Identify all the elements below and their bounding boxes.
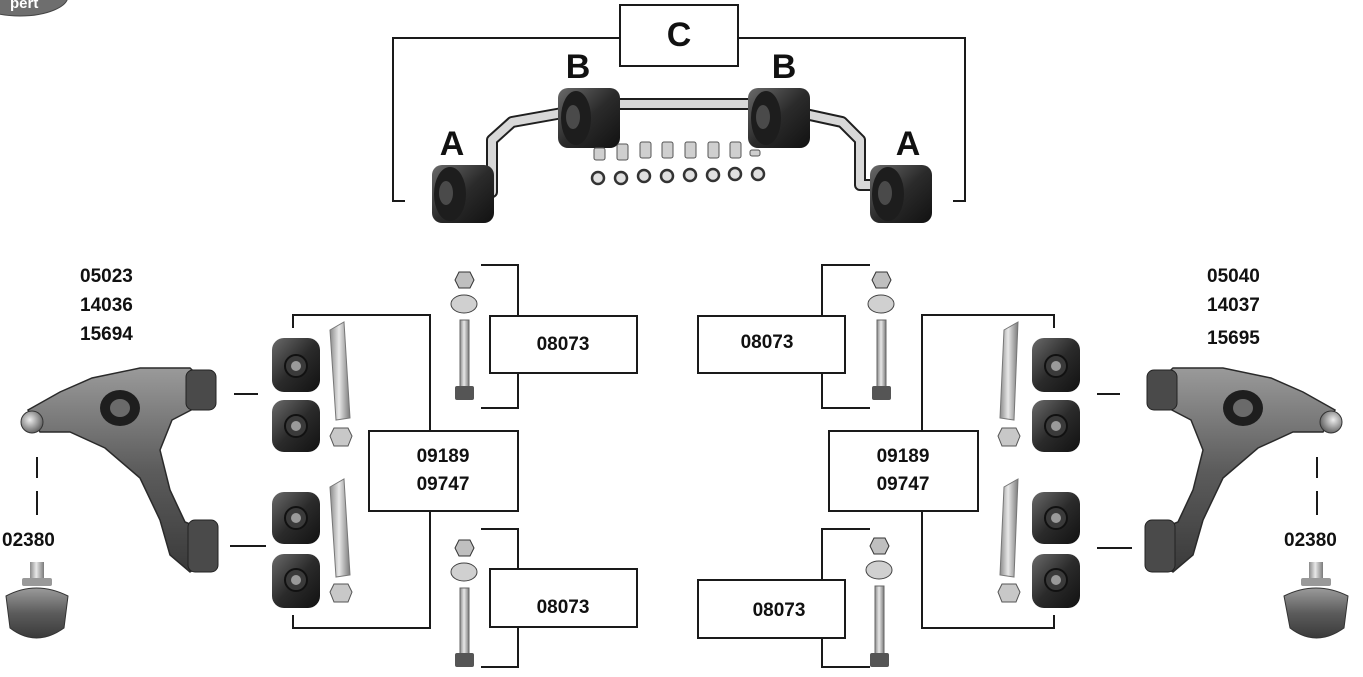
left-bolt-upper-number: 08073 <box>537 334 590 355</box>
right-bolt-lower-number: 08073 <box>753 600 806 621</box>
left-bolt-lower-bracket-bottom <box>481 627 519 668</box>
left-bushing-kit-box <box>368 430 519 512</box>
left-ball-joint-number: 02380 <box>2 530 55 551</box>
right-bolt-upper-number: 08073 <box>741 332 794 353</box>
left-ball-joint <box>5 562 69 639</box>
right-bolt-upper-bracket-bottom <box>821 373 870 409</box>
left-arm-group: 05023 14036 15694 02380 <box>2 264 638 668</box>
left-bolt-upper-bracket-bottom <box>481 373 519 409</box>
left-pins <box>329 321 353 603</box>
right-arm-number-3: 15695 <box>1207 328 1260 349</box>
right-bushing-kit-box <box>828 430 979 512</box>
right-bushing-kit-number-2: 09747 <box>877 474 930 495</box>
left-bushing-kit-number-2: 09747 <box>417 474 470 495</box>
left-control-arm <box>20 367 219 573</box>
right-ball-joint <box>1283 562 1349 639</box>
left-arm-number-2: 14036 <box>80 295 133 316</box>
bush-a-right-label: A <box>896 125 921 163</box>
stabilizer-group-box <box>619 4 739 67</box>
left-bushings <box>272 338 320 608</box>
stabilizer-bracket-right <box>738 37 966 202</box>
right-arm-group: 05040 14037 15695 02380 <box>697 264 1349 668</box>
left-bolt-upper-bracket-top <box>481 264 519 316</box>
brand-badge-text: pert <box>10 0 38 12</box>
bush-b-right <box>748 88 810 148</box>
right-bolt-upper <box>867 271 895 400</box>
right-arm-number-1: 05040 <box>1207 266 1260 287</box>
right-control-arm <box>1144 367 1343 573</box>
left-bolt-lower-bracket-top <box>481 528 519 569</box>
stabilizer-hardware <box>590 141 766 186</box>
left-bolt-upper-box <box>489 315 638 374</box>
stabilizer-group: C A A B <box>392 4 966 223</box>
stabilizer-group-label: C <box>667 16 692 54</box>
bush-b-right-label: B <box>772 48 797 86</box>
right-bolt-upper-bracket-top <box>821 264 870 316</box>
right-bushing-kit-number-1: 09189 <box>877 446 930 467</box>
right-bolt-lower-bracket-top <box>821 528 870 580</box>
left-arm-number-1: 05023 <box>80 266 133 287</box>
right-bolt-upper-box <box>697 315 846 374</box>
bush-b-left-label: B <box>566 48 591 86</box>
right-bolt-lower-box <box>697 579 846 639</box>
right-bushings <box>1032 338 1080 608</box>
left-bolt-upper <box>450 271 478 400</box>
left-bolt-lower-box <box>489 568 638 628</box>
brand-badge: pert <box>0 0 68 17</box>
left-bolt-lower <box>450 539 478 667</box>
right-ball-joint-number: 02380 <box>1284 530 1337 551</box>
bush-a-left <box>432 165 494 223</box>
bush-a-right <box>870 165 932 223</box>
left-arm-number-3: 15694 <box>80 324 133 345</box>
stabilizer-bracket-left <box>392 37 620 202</box>
stabilizer-bar <box>480 98 884 198</box>
right-arm-number-2: 14037 <box>1207 295 1260 316</box>
right-bolt-lower <box>865 537 893 667</box>
left-bolt-lower-number: 08073 <box>537 597 590 618</box>
right-bolt-lower-bracket-bottom <box>821 638 870 668</box>
right-pins <box>997 321 1021 603</box>
bush-b-left <box>558 88 620 148</box>
bush-a-left-label: A <box>440 125 465 163</box>
left-bushing-kit-number-1: 09189 <box>417 446 470 467</box>
